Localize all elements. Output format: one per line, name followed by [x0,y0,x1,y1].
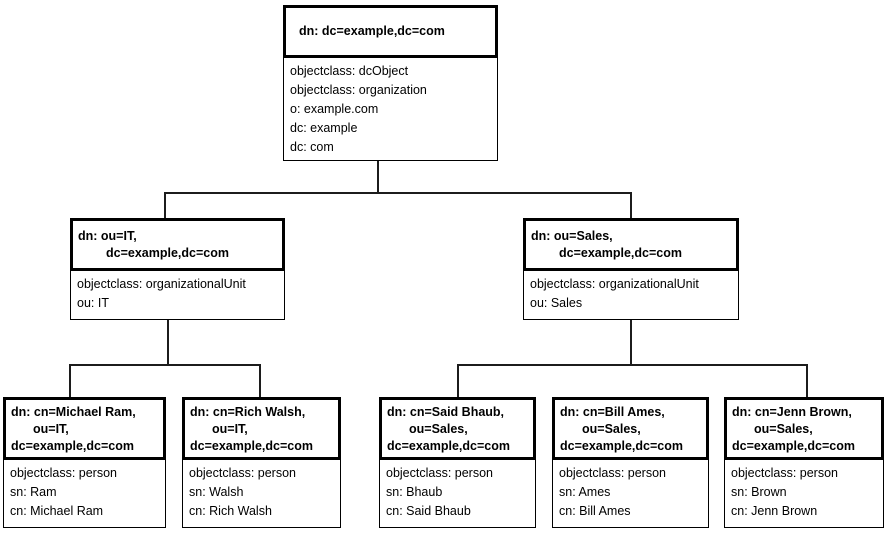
attribute-line: cn: Jenn Brown [731,504,818,518]
connector-root-drop-it [164,192,166,218]
entry-said-bhaub-dn-header: dn: cn=Said Bhaub, ou=Sales, dc=example,… [379,397,536,460]
entry-person-rich-walsh: dn: cn=Rich Walsh, ou=IT, dc=example,dc=… [182,397,341,528]
entry-ou-sales-dn-header: dn: ou=Sales, dc=example,dc=com [523,218,739,271]
attribute-line: sn: Walsh [189,485,244,499]
entry-bill-ames-attributes: objectclass: person sn: Ames cn: Bill Am… [552,460,709,528]
entry-jenn-brown-attributes: objectclass: person sn: Brown cn: Jenn B… [724,460,884,528]
dn-line: ou=Sales, [409,422,468,436]
dn-line: dc=example,dc=com [11,439,134,453]
entry-ou-it-attributes: objectclass: organizationalUnit ou: IT [70,271,285,320]
entry-bill-ames-dn-header: dn: cn=Bill Ames, ou=Sales, dc=example,d… [552,397,709,460]
dn-line: dc=example,dc=com [732,439,855,453]
entry-michael-ram-attributes: objectclass: person sn: Ram cn: Michael … [3,460,166,528]
attribute-line: sn: Brown [731,485,787,499]
attribute-line: objectclass: person [386,466,494,480]
connector-sales-stem [630,320,632,366]
entry-ou-sales: dn: ou=Sales, dc=example,dc=com objectcl… [523,218,739,320]
connector-root-drop-sales [630,192,632,218]
connector-it-drop-michael-ram [69,364,71,397]
entry-ou-sales-attributes: objectclass: organizationalUnit ou: Sale… [523,271,739,320]
dn-line: ou=Sales, [754,422,813,436]
attribute-line: objectclass: organizationalUnit [530,277,699,291]
entry-root-attributes: objectclass: dcObject objectclass: organ… [283,58,498,161]
entry-jenn-brown-dn-header: dn: cn=Jenn Brown, ou=Sales, dc=example,… [724,397,884,460]
dn-line: dn: cn=Michael Ram, [11,405,136,419]
connector-it-stem [167,320,169,366]
entry-root-dn-header: dn: dc=example,dc=com [283,5,498,58]
dn-line: dn: dc=example,dc=com [299,24,445,38]
attribute-line: objectclass: organizationalUnit [77,277,246,291]
entry-person-jenn-brown: dn: cn=Jenn Brown, ou=Sales, dc=example,… [724,397,884,528]
dn-line: dc=example,dc=com [560,439,683,453]
entry-person-michael-ram: dn: cn=Michael Ram, ou=IT, dc=example,dc… [3,397,166,528]
dn-line: dn: cn=Said Bhaub, [387,405,505,419]
dn-line: dn: cn=Rich Walsh, [190,405,306,419]
dn-line: ou=IT, [33,422,69,436]
connector-sales-drop-jenn-brown [806,364,808,397]
connector-it-bus [69,364,261,366]
attribute-line: objectclass: person [559,466,667,480]
attribute-line: sn: Bhaub [386,485,443,499]
attribute-line: ou: Sales [530,296,583,310]
dn-line: dn: cn=Jenn Brown, [732,405,852,419]
attribute-line: dc: example [290,121,358,135]
dn-line: dn: ou=Sales, [531,229,613,243]
entry-michael-ram-dn-header: dn: cn=Michael Ram, ou=IT, dc=example,dc… [3,397,166,460]
entry-person-said-bhaub: dn: cn=Said Bhaub, ou=Sales, dc=example,… [379,397,536,528]
dn-line: ou=Sales, [582,422,641,436]
attribute-line: cn: Bill Ames [559,504,631,518]
attribute-line: objectclass: organization [290,83,427,97]
entry-rich-walsh-attributes: objectclass: person sn: Walsh cn: Rich W… [182,460,341,528]
dn-line: ou=IT, [212,422,248,436]
connector-it-drop-rich-walsh [259,364,261,397]
attribute-line: cn: Rich Walsh [189,504,272,518]
dn-line: dn: cn=Bill Ames, [560,405,665,419]
entry-root: dn: dc=example,dc=com objectclass: dcObj… [283,5,498,161]
attribute-line: cn: Michael Ram [10,504,104,518]
attribute-line: sn: Ram [10,485,57,499]
connector-sales-bus [457,364,808,366]
attribute-line: ou: IT [77,296,109,310]
entry-ou-it-dn-header: dn: ou=IT, dc=example,dc=com [70,218,285,271]
attribute-line: objectclass: person [731,466,839,480]
dn-line: dc=example,dc=com [559,246,682,260]
connector-sales-drop-said-bhaub [457,364,459,397]
connector-root-bus [164,192,632,194]
connector-root-stem [377,158,379,194]
attribute-line: objectclass: person [10,466,118,480]
dn-line: dn: ou=IT, [78,229,137,243]
dn-line: dc=example,dc=com [387,439,510,453]
attribute-line: cn: Said Bhaub [386,504,471,518]
attribute-line: sn: Ames [559,485,611,499]
entry-rich-walsh-dn-header: dn: cn=Rich Walsh, ou=IT, dc=example,dc=… [182,397,341,460]
attribute-line: objectclass: person [189,466,297,480]
dn-line: dc=example,dc=com [106,246,229,260]
dn-line: dc=example,dc=com [190,439,313,453]
entry-person-bill-ames: dn: cn=Bill Ames, ou=Sales, dc=example,d… [552,397,709,528]
attribute-line: objectclass: dcObject [290,64,409,78]
entry-ou-it: dn: ou=IT, dc=example,dc=com objectclass… [70,218,285,320]
attribute-line: o: example.com [290,102,379,116]
entry-said-bhaub-attributes: objectclass: person sn: Bhaub cn: Said B… [379,460,536,528]
attribute-line: dc: com [290,140,334,154]
